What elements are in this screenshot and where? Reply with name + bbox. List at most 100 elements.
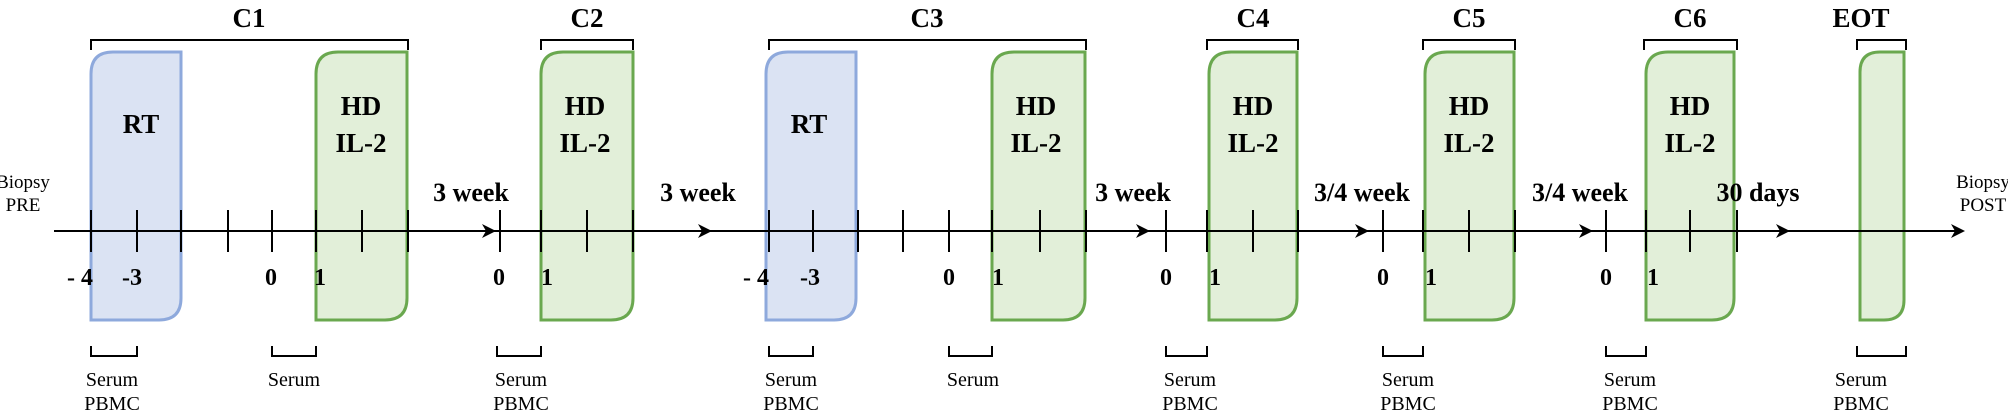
block-label-il2: IL-2 (1010, 128, 1061, 158)
cycle-labels: C1 C2 C3 C4 C5 C6 EOT (233, 3, 1890, 33)
biopsy-pre-label: Biopsy (0, 172, 50, 193)
day-labels: - 4 -3 0 1 0 1 - 4 -3 0 1 0 1 0 1 0 1 0 (67, 265, 1659, 291)
biopsy-post-label: Biopsy (1956, 172, 2008, 193)
sample-serum-label: Serum (1835, 369, 1888, 391)
interval-label: 3 week (1095, 178, 1171, 207)
interval-label: 3/4 week (1314, 178, 1411, 207)
sample-serum-label: Serum (947, 369, 1000, 391)
sample-bracket (496, 346, 542, 357)
sample-bracket (271, 346, 317, 357)
interval-label: 3 week (433, 178, 509, 207)
day-label: - 4 (67, 265, 93, 291)
hd-il2-block (990, 50, 1087, 322)
sample-serum-label: Serum (1164, 369, 1217, 391)
cycle-bracket (1643, 39, 1738, 50)
cycle-label-c4: C4 (1237, 3, 1270, 33)
day-label: 0 (1600, 265, 1612, 291)
biopsy-pre-label: PRE (6, 195, 41, 216)
cycle-bracket (1856, 39, 1907, 50)
sample-pbmc-label: PBMC (493, 393, 549, 414)
cycle-brackets (90, 39, 1907, 50)
treatment-block-labels: RT HD IL-2 HD IL-2 RT HD IL-2 HD IL-2 HD… (123, 91, 1716, 158)
biopsy-labels: Biopsy PRE Biopsy POST (0, 172, 2008, 216)
interval-label: 30 days (1716, 178, 1799, 207)
block-label-rt: RT (123, 109, 160, 139)
sample-pbmc-label: PBMC (763, 393, 819, 414)
sample-bracket (90, 346, 138, 357)
day-label: 0 (265, 265, 277, 291)
sample-bracket (1165, 346, 1208, 357)
day-label: -3 (122, 265, 142, 291)
interval-labels: 3 week 3 week 3 week 3/4 week 3/4 week 3… (433, 178, 1799, 207)
hd-il2-block (314, 50, 409, 322)
sample-serum-label: Serum (765, 369, 818, 391)
day-label: - 4 (743, 265, 769, 291)
day-label: 1 (541, 265, 553, 291)
axis-arrow (1355, 224, 1369, 238)
sample-labels: Serum PBMC Serum Serum PBMC Serum PBMC S… (84, 369, 1889, 415)
day-label: 0 (1377, 265, 1389, 291)
cycle-label-c3: C3 (911, 3, 944, 33)
axis-arrow (698, 224, 712, 238)
sample-bracket (948, 346, 993, 357)
axis-arrow (1951, 224, 1965, 238)
block-label-hd: HD (565, 91, 606, 121)
cycle-label-c1: C1 (233, 3, 266, 33)
hd-il2-block (1423, 50, 1516, 322)
interval-label: 3 week (660, 178, 736, 207)
block-label-il2: IL-2 (1227, 128, 1278, 158)
block-label-il2: IL-2 (1443, 128, 1494, 158)
hd-il2-block (539, 50, 635, 322)
block-label-rt: RT (791, 109, 828, 139)
axis-arrow (482, 224, 496, 238)
block-label-il2: IL-2 (559, 128, 610, 158)
sample-serum-label: Serum (1382, 369, 1435, 391)
cycle-label-c5: C5 (1453, 3, 1486, 33)
axis-arrow (1136, 224, 1150, 238)
sample-brackets (90, 346, 1907, 357)
cycle-label-c6: C6 (1674, 3, 1707, 33)
sample-pbmc-label: PBMC (1602, 393, 1658, 414)
sample-pbmc-label: PBMC (1380, 393, 1436, 414)
block-label-hd: HD (1233, 91, 1274, 121)
sample-serum-label: Serum (86, 369, 139, 391)
cycle-bracket (768, 39, 1087, 50)
sample-serum-label: Serum (1604, 369, 1657, 391)
hd-il2-block (1207, 50, 1299, 322)
block-label-hd: HD (1449, 91, 1490, 121)
day-label: 1 (314, 265, 326, 291)
day-label: 1 (1647, 265, 1659, 291)
timeline-axis (54, 210, 1965, 252)
axis-arrow (1579, 224, 1593, 238)
sample-bracket (1382, 346, 1424, 357)
day-label: -3 (800, 265, 820, 291)
cycle-bracket (90, 39, 409, 50)
biopsy-post-label: POST (1960, 195, 2007, 216)
cycle-bracket (540, 39, 634, 50)
cycle-label-c2: C2 (571, 3, 604, 33)
rt-block (89, 50, 183, 322)
sample-bracket (768, 346, 814, 357)
cycle-bracket (1206, 39, 1299, 50)
cycle-label-eot: EOT (1832, 3, 1889, 33)
axis-arrow (1776, 224, 1790, 238)
sample-pbmc-label: PBMC (1833, 393, 1889, 414)
hd-il2-block (1858, 50, 1906, 322)
block-label-hd: HD (341, 91, 382, 121)
rt-block (764, 50, 858, 322)
block-label-il2: IL-2 (335, 128, 386, 158)
day-label: 0 (943, 265, 955, 291)
block-label-hd: HD (1016, 91, 1057, 121)
sample-pbmc-label: PBMC (1162, 393, 1218, 414)
block-label-hd: HD (1670, 91, 1711, 121)
sample-bracket (1605, 346, 1647, 357)
day-label: 1 (992, 265, 1004, 291)
interval-label: 3/4 week (1532, 178, 1629, 207)
day-label: 1 (1425, 265, 1437, 291)
hd-il2-block (1644, 50, 1736, 322)
sample-bracket (1856, 346, 1907, 357)
treatment-blocks (89, 50, 1906, 322)
sample-pbmc-label: PBMC (84, 393, 140, 414)
